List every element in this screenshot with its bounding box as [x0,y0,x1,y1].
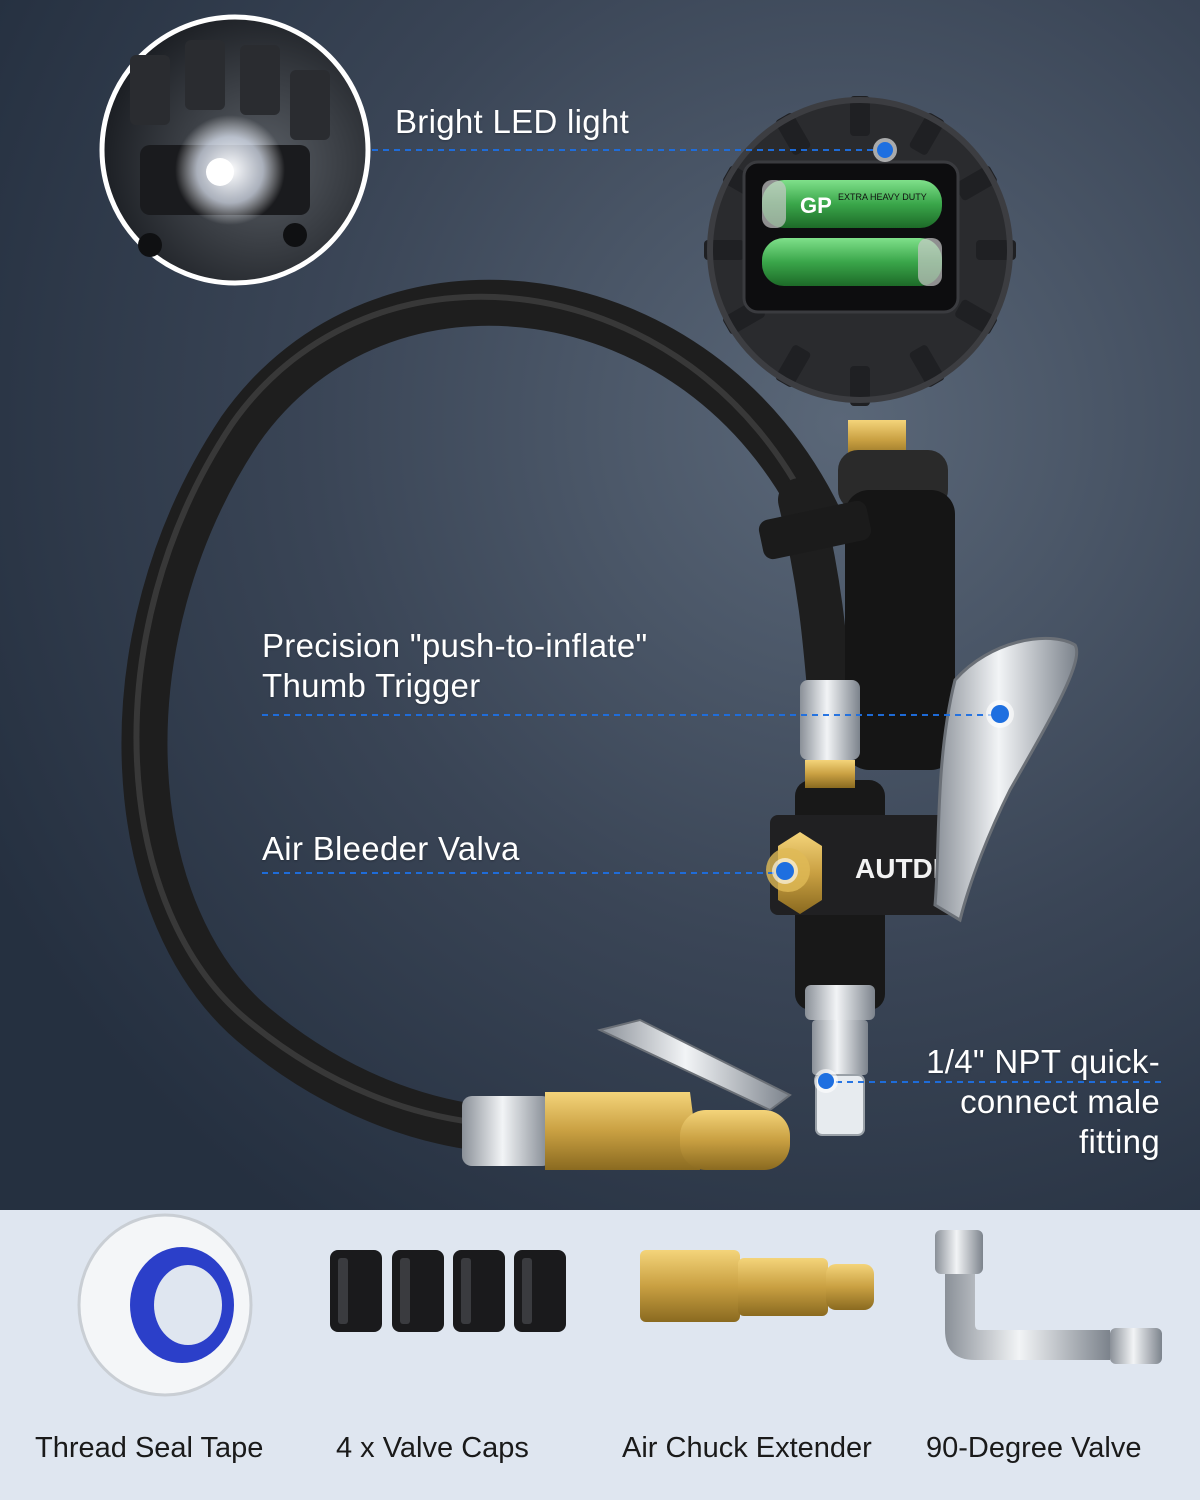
thumb-trigger [933,637,1079,923]
callout-npt-line2: connect male [960,1083,1160,1120]
accessory-label-90-degree-valve: 90-Degree Valve [926,1432,1142,1464]
accessories-panel [0,1210,1200,1500]
npt-fitting [805,985,875,1136]
thread-seal-tape-image [77,1213,253,1397]
callout-air-bleeder: Air Bleeder Valva [262,829,520,869]
led-inset [99,14,371,286]
accessory-label-air-chuck-extender: Air Chuck Extender [622,1432,872,1464]
air-chuck [462,1018,792,1170]
callout-trigger-line1: Precision "push-to-inflate" [262,627,648,664]
callout-bleeder-text: Air Bleeder Valva [262,830,520,867]
callout-led-light: Bright LED light [395,102,629,142]
battery-text: EXTRA HEAVY DUTY [838,192,927,202]
callout-npt-line1: 1/4" NPT quick- [926,1043,1160,1080]
gauge-head: GP EXTRA HEAVY DUTY [704,96,1016,406]
product-illustration: GP EXTRA HEAVY DUTY AUTDER [0,0,1200,1210]
accessory-label-thread-seal-tape: Thread Seal Tape [35,1432,264,1464]
ninety-degree-valve-image [935,1230,1162,1364]
callout-trigger-line2: Thumb Trigger [262,667,481,704]
callout-thumb-trigger: Precision "push-to-inflate" Thumb Trigge… [262,626,648,706]
accessories-illustrations [77,1213,1162,1397]
battery-brand: GP [800,193,832,218]
callout-npt-fitting: 1/4" NPT quick- connect male fitting [926,1042,1160,1162]
air-chuck-extender-image [640,1250,874,1322]
accessory-label-valve-caps: 4 x Valve Caps [336,1432,529,1464]
marker-dots [772,138,1014,1093]
callout-led-text: Bright LED light [395,103,630,140]
callout-npt-line3: fitting [1079,1123,1160,1160]
